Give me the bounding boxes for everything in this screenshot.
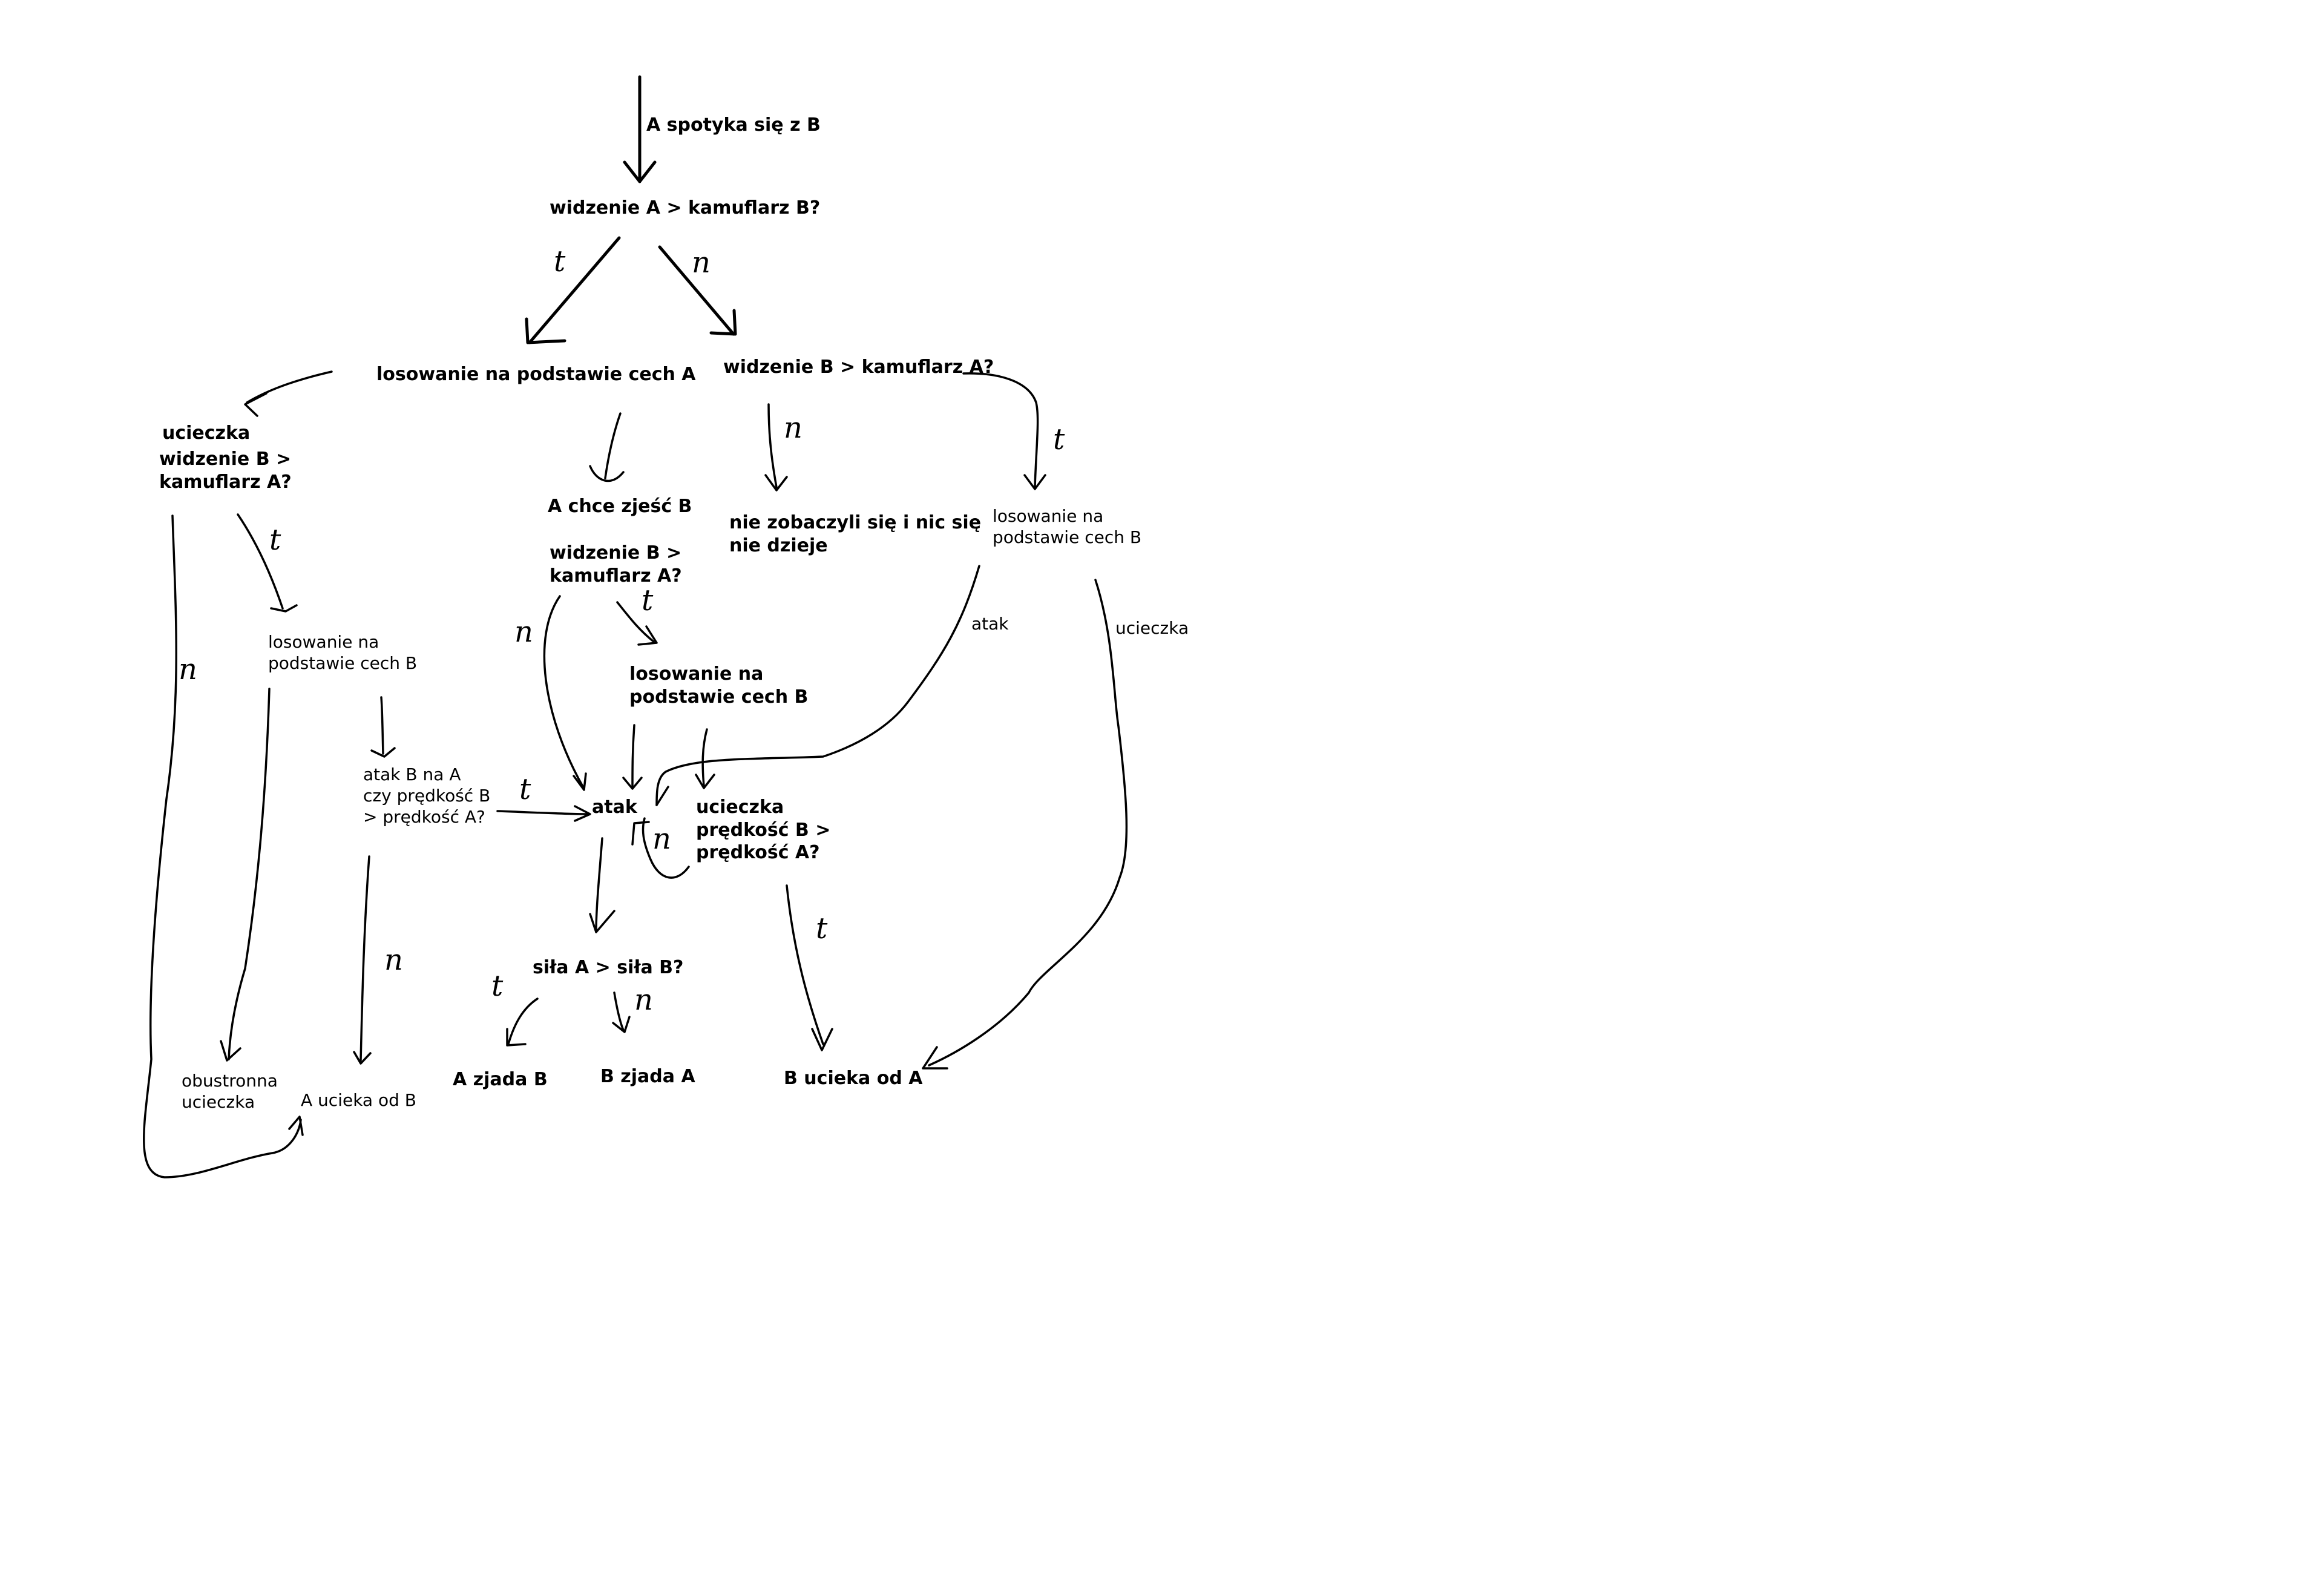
- arrow-mid-q-n: [543, 595, 585, 790]
- node-draw-b-right: losowanie na podstawie cech B: [993, 506, 1142, 547]
- arrowhead-mid-q-n: [573, 772, 587, 791]
- arrowhead-attack-q-t: [574, 805, 591, 822]
- arrow-draw-b-left-to-mutual: [228, 688, 271, 1060]
- arrow-strength-t: [507, 998, 539, 1045]
- hand-label-n: n: [514, 615, 533, 649]
- arrow-t-to-draw-a: [528, 236, 621, 344]
- arrowhead-start: [623, 160, 657, 183]
- node-q-see-a: widzenie A > kamuflarz B?: [550, 197, 821, 219]
- hand-label-t: t: [554, 245, 566, 278]
- arrowhead-right-q-t: [1023, 474, 1046, 490]
- arrow-draw-b-mid-to-flee: [701, 728, 708, 787]
- node-draw-a: losowanie na podstawie cech A: [376, 364, 696, 385]
- node-draw-b-mid: losowanie na podstawie cech B: [629, 663, 809, 708]
- arrowhead-draw-b-mid-to-flee: [695, 774, 715, 789]
- arrow-draw-b-mid-to-attack: [631, 724, 635, 788]
- hand-label-n: n: [692, 246, 711, 280]
- node-a-wants-eat: A chce zjeść B: [548, 496, 692, 517]
- hand-label-t: t: [1053, 422, 1065, 456]
- hand-label-t: t: [816, 912, 828, 945]
- arrow-left-q-t: [237, 513, 284, 610]
- hand-label-t: t: [491, 969, 504, 1003]
- arrow-left-q-n: [143, 514, 302, 1178]
- arrowhead-draw-b-left-to-attack-q: [370, 747, 396, 758]
- arrowhead-draw-b-left-to-mutual: [220, 1040, 241, 1062]
- node-flee-speed: ucieczka prędkość B > prędkość A?: [696, 797, 831, 863]
- node-nothing: nie zobaczyli się i nic się nie dzieje: [729, 512, 982, 556]
- arrowhead-left-q-n: [288, 1116, 304, 1136]
- node-mid-q: widzenie B > kamuflarz A?: [550, 542, 682, 587]
- arrow-attack-q-t: [496, 810, 589, 815]
- node-mutual-flee: obustronna ucieczka: [182, 1071, 278, 1112]
- node-left-flee: ucieczka: [162, 422, 251, 444]
- arrowhead-strength-n: [612, 1016, 631, 1033]
- arrowhead-flee-speed-n-loop: [631, 821, 650, 846]
- arrow-draw-b-right-flee: [928, 579, 1128, 1067]
- arrow-draw-b-right-attack: [655, 565, 980, 806]
- hand-label-n: n: [384, 943, 403, 977]
- node-b-eats-a: B zjada A: [600, 1066, 695, 1087]
- hand-label-n: n: [652, 822, 671, 856]
- hand-label-t: t: [269, 523, 281, 557]
- arrow-attack-to-strength: [595, 837, 603, 933]
- arrow-draw-b-left-to-attack-q: [380, 696, 384, 755]
- arrow-n-to-right-q: [658, 245, 735, 336]
- node-a-flees: A ucieka od B: [301, 1090, 416, 1110]
- arrow-strength-n: [613, 991, 625, 1031]
- arrow-draw-a-to-eat: [604, 412, 622, 479]
- arrow-draw-a-to-flee: [246, 370, 333, 404]
- hand-label-n: n: [634, 983, 653, 1017]
- arrow-attack-q-n: [359, 855, 370, 1062]
- node-b-flees: B ucieka od A: [784, 1068, 923, 1089]
- node-left-q: widzenie B > kamuflarz A?: [159, 449, 292, 493]
- edge-label-start: A spotyka się z B: [646, 114, 821, 136]
- arrowhead-n-to-right-q: [709, 309, 737, 336]
- arrow-mid-q-t: [616, 601, 655, 643]
- arrowhead-draw-b-right-flee: [922, 1046, 948, 1070]
- arrow-flee-speed-t: [786, 884, 824, 1045]
- arrowhead-attack-to-strength: [589, 910, 615, 933]
- hand-label-t: t: [642, 583, 654, 617]
- arrowhead-draw-a-to-eat: [589, 465, 625, 482]
- arrowhead-right-q-n: [764, 474, 788, 491]
- arrowhead-draw-b-mid-to-attack: [622, 777, 643, 790]
- node-a-eats-b: A zjada B: [453, 1069, 548, 1090]
- hand-label-t: t: [519, 772, 531, 806]
- hand-label-n: n: [784, 411, 803, 445]
- arrowhead-t-to-draw-a: [525, 317, 566, 344]
- arrow-flee-speed-n-loop: [642, 817, 690, 879]
- edge-label-attack-right: atak: [971, 614, 1009, 634]
- arrowhead-left-q-t: [270, 604, 298, 613]
- arrowhead-draw-a-to-flee: [244, 392, 268, 417]
- arrowhead-attack-q-n: [353, 1051, 372, 1065]
- arrowhead-mid-q-t: [637, 625, 658, 646]
- node-q-see-b-right: widzenie B > kamuflarz A?: [723, 357, 994, 378]
- arrowhead-draw-b-right-attack: [655, 786, 669, 806]
- hand-label-n: n: [179, 652, 197, 686]
- arrow-right-q-t: [962, 372, 1039, 488]
- node-strength-q: siła A > siła B?: [533, 957, 684, 978]
- edge-label-flee-right: ucieczka: [1115, 618, 1189, 638]
- node-attack: atak: [592, 797, 637, 818]
- arrowhead-flee-speed-t: [811, 1028, 833, 1051]
- arrowhead-strength-t: [506, 1028, 527, 1047]
- node-attack-q: atak B na A czy prędkość B > prędkość A?: [363, 764, 491, 827]
- arrow-right-q-n: [767, 403, 778, 488]
- node-draw-b-left: losowanie na podstawie cech B: [268, 632, 418, 673]
